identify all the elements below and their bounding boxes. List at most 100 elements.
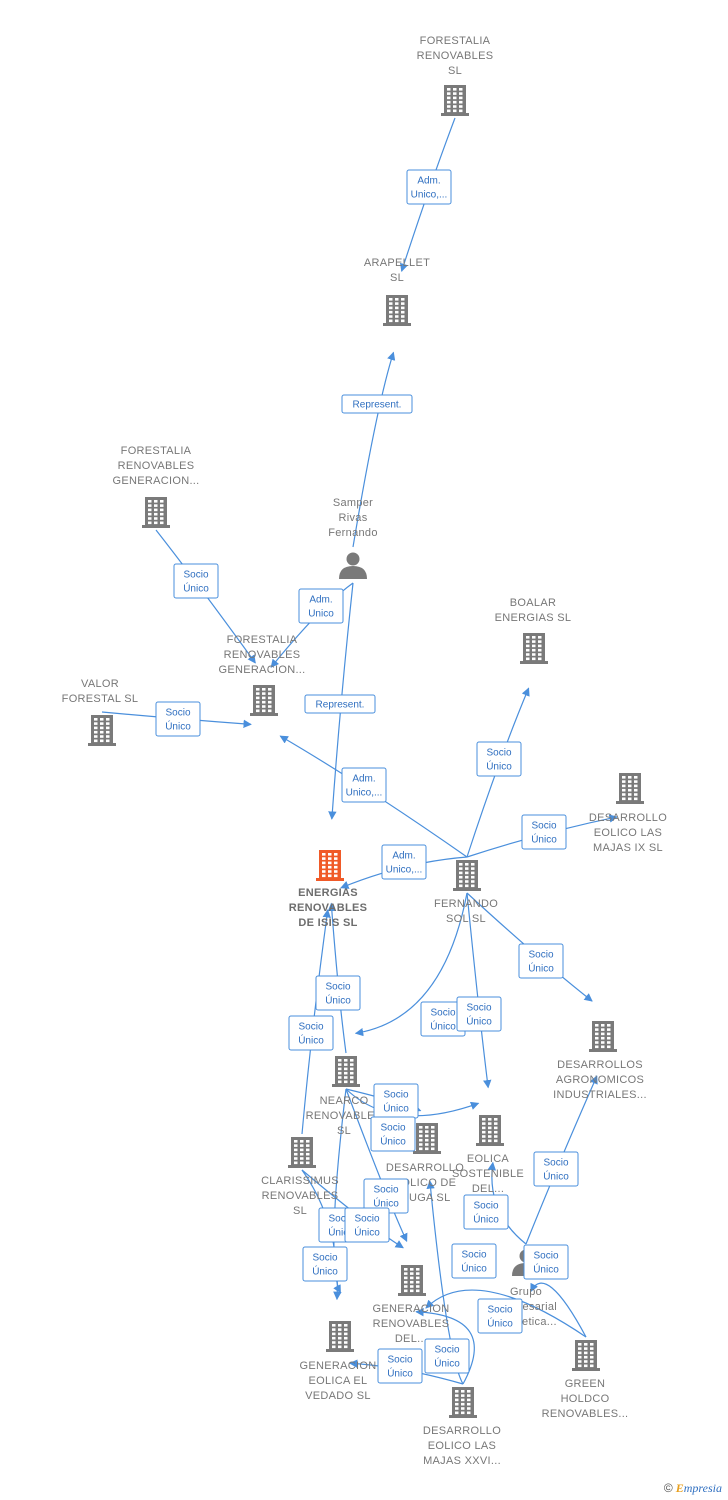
relation-label[interactable]: Represent. [341, 394, 413, 414]
node-label-line: EOLICO LAS [594, 827, 662, 839]
node-label-line: DEL... [395, 1333, 427, 1345]
relation-label-text: Socio [183, 570, 208, 581]
building-icon [449, 1387, 477, 1418]
node-green[interactable]: GREENHOLDCORENOVABLES... [542, 1340, 629, 1420]
relation-label-text: Socio [165, 708, 190, 719]
relation-label-text: Único [383, 1102, 409, 1115]
relation-label-text: Único [387, 1367, 413, 1380]
relation-label[interactable]: Represent. [304, 694, 376, 714]
building-icon [88, 715, 116, 746]
node-forestalia-gen1[interactable]: FORESTALIARENOVABLESGENERACION... [112, 445, 199, 528]
relation-label-box [173, 563, 219, 599]
relation-label-text: Único [354, 1226, 380, 1239]
node-label-line: EOLICO DE [394, 1177, 457, 1189]
building-icon [383, 295, 411, 326]
relation-label-text: Socio [373, 1185, 398, 1196]
node-label-line: SL [293, 1205, 307, 1217]
node-label-line: SL [390, 272, 404, 284]
relation-label-text: Unico,... [411, 190, 448, 201]
relation-label[interactable]: Adm.Unico,... [341, 767, 387, 803]
relation-label-text: Represent. [316, 700, 365, 711]
relation-label-box [377, 1348, 423, 1384]
relation-label-text: Socio [486, 748, 511, 759]
node-eolica-sost[interactable]: EOLICASOSTENIBLEDEL... [452, 1115, 524, 1195]
building-icon [441, 85, 469, 116]
relation-label-text: Adm. [309, 595, 332, 606]
relation-label-text: Único [312, 1265, 338, 1278]
relation-label-text: Socio [325, 982, 350, 993]
node-label-line: FORESTAL SL [62, 693, 139, 705]
relation-label-text: Único [373, 1197, 399, 1210]
node-label-line: Rivas [338, 512, 367, 524]
brand-footer: ©Empresia [664, 1481, 722, 1496]
relation-label-text: Único [487, 1317, 513, 1330]
node-label-line: NEARCO [320, 1095, 369, 1107]
relation-label-box [518, 943, 564, 979]
relation-label-text: Único [434, 1357, 460, 1370]
relation-label-text: Adm. [352, 774, 375, 785]
node-label-line: EOLICO LAS [428, 1440, 496, 1452]
relation-label-text: Único [380, 1135, 406, 1148]
relation-label[interactable]: Adm.Unico [298, 588, 344, 624]
relation-label-text: Socio [312, 1253, 337, 1264]
relation-label-text: Socio [354, 1214, 379, 1225]
relation-label-box [424, 1338, 470, 1374]
node-agronomicos[interactable]: DESARROLLOSAGRONOMICOSINDUSTRIALES... [553, 1021, 647, 1101]
relation-label-text: Único [466, 1015, 492, 1028]
relation-label[interactable]: Adm.Unico,... [406, 169, 452, 205]
node-majas9[interactable]: DESARROLLO EOLICO LAS MAJAS IX SL [589, 773, 667, 854]
node-label-line: MAJAS IX SL [593, 842, 663, 854]
node-label-line: DESARROLLO [589, 812, 667, 824]
relation-label[interactable]: Adm.Unico,... [381, 844, 427, 880]
node-label-line: CLARISSIMUS [261, 1175, 339, 1187]
edge-majas26-to-muga [426, 1180, 464, 1385]
building-icon [288, 1137, 316, 1168]
node-label-line: VEDADO SL [305, 1390, 371, 1402]
node-forestalia-gen2[interactable]: FORESTALIARENOVABLESGENERACION... [218, 634, 305, 716]
relation-label-text: Único [531, 833, 557, 846]
node-label-line: DESARROLLO [386, 1162, 464, 1174]
relation-label-text: Único [165, 720, 191, 733]
relation-label-text: Único [486, 760, 512, 773]
building-icon [572, 1340, 600, 1371]
node-generacion-renov[interactable]: GENERACIONRENOVABLESDEL... [373, 1265, 450, 1345]
building-icon [316, 850, 344, 881]
node-label-line: RENOVABLES [373, 1318, 450, 1330]
edge-samper-to-arapellet [352, 351, 396, 548]
brand-name: mpresia [683, 1481, 722, 1495]
